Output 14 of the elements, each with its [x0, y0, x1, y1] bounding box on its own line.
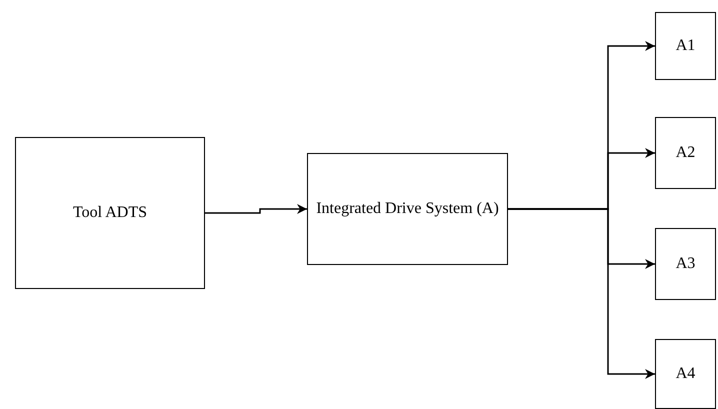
- arrow: [508, 208, 655, 379]
- box-label: A3: [674, 254, 696, 274]
- arrow: [205, 204, 307, 214]
- process-box: [307, 153, 508, 265]
- box-label: Tool ADTS: [72, 202, 148, 223]
- process-box: [655, 339, 716, 409]
- process-box: [15, 137, 205, 289]
- process-box: [655, 228, 716, 300]
- process-box: [655, 117, 716, 189]
- box-label: A1: [674, 36, 696, 56]
- box-label: A4: [674, 364, 696, 384]
- box-label: A2: [674, 142, 696, 163]
- process-box: [655, 12, 716, 80]
- box-label: Integrated Drive System (A): [315, 198, 500, 219]
